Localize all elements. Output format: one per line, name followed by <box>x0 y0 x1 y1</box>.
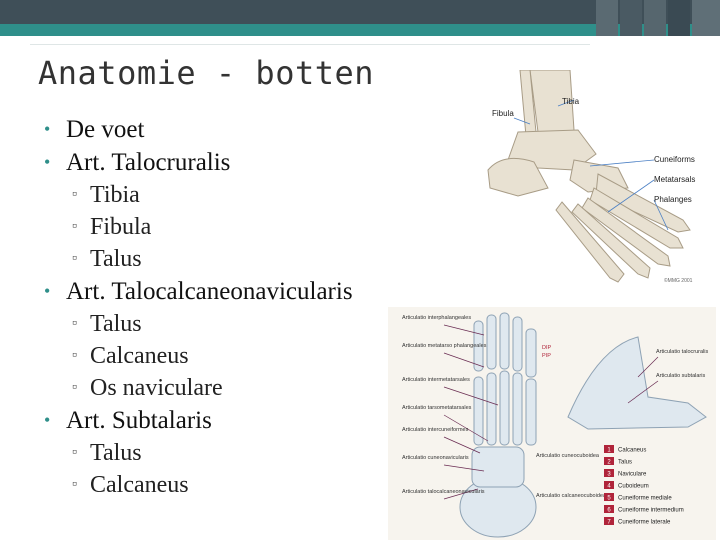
lateral-foot-bones <box>567 336 707 430</box>
legend-badge <box>604 445 614 453</box>
joint-label: Articulatio talocalcaneonavicularis <box>402 489 485 495</box>
bullet-label: Art. Subtalaris <box>66 407 212 434</box>
square-bullet-icon: ▫ <box>72 251 77 266</box>
joint-label-pip: PIP <box>542 353 551 359</box>
callout-lines <box>443 324 659 500</box>
joint-label: Articulatio cuneonavicularis <box>402 455 469 461</box>
legend-badge <box>604 517 614 525</box>
joint-label-dip: DIP <box>542 345 552 351</box>
sub-bullet-item: ▫ Calcaneus <box>44 340 464 372</box>
bullet-dot-icon: • <box>44 410 51 430</box>
bullet-item: • Art. Talocruralis <box>44 146 464 179</box>
joint-label: Articulatio interphalangeales <box>402 315 471 321</box>
bullet-dot-icon: • <box>44 152 51 172</box>
header-tile <box>620 0 642 36</box>
legend-number: 2 <box>607 460 611 466</box>
copyright-text: ©MMG 2001 <box>664 277 693 284</box>
sub-bullet-item: ▫ Talus <box>44 243 464 275</box>
legend-badge <box>604 481 614 489</box>
header-accent-stripe <box>0 24 720 36</box>
bullet-list: • De voet • Art. Talocruralis ▫ Tibia ▫ Fibu… <box>44 113 464 501</box>
legend: 1 Calcaneus 2 Talus 3 Naviculare 4 Cuboi… <box>604 445 684 526</box>
sub-bullet-label: Os naviculare <box>90 375 223 401</box>
legend-name: Calcaneus <box>618 448 646 454</box>
bullet-item: • Art. Talocalcaneonavicularis <box>44 275 464 308</box>
sub-bullet-label: Talus <box>90 246 142 272</box>
foot-skeleton-illustration: Fibula Tibia Cuneiforms Metatarsals Phal… <box>487 70 695 284</box>
sub-bullet-label: Calcaneus <box>90 472 189 498</box>
bullet-item: • Art. Subtalaris <box>44 404 464 437</box>
bullet-label: Art. Talocruralis <box>66 149 231 176</box>
legend-name: Cuneiforme intermedium <box>618 508 684 514</box>
sub-bullet-item: ▫ Talus <box>44 308 464 340</box>
bullet-label: De voet <box>66 116 145 143</box>
legend-number: 1 <box>607 448 611 454</box>
square-bullet-icon: ▫ <box>72 477 77 492</box>
callout-lines <box>513 99 669 231</box>
label-fibula: Fibula <box>492 109 514 118</box>
joint-label: Articulatio calcaneocuboidea <box>536 493 607 499</box>
square-bullet-icon: ▫ <box>72 219 77 234</box>
joint-label: Articulatio talocruralis <box>656 349 709 355</box>
dorsal-foot-bones <box>459 312 537 538</box>
header-tile <box>668 0 690 36</box>
joint-label: Articulatio intermetatarsales <box>402 377 470 383</box>
label-tibia: Tibia <box>562 97 580 106</box>
legend-badge <box>604 493 614 501</box>
legend-number: 6 <box>607 508 611 514</box>
legend-number: 7 <box>607 520 611 526</box>
joint-label: Articulatio cuneocuboidea <box>536 453 600 459</box>
header-tile <box>596 0 618 36</box>
header-tile <box>692 0 720 36</box>
square-bullet-icon: ▫ <box>72 316 77 331</box>
header-tile <box>644 0 666 36</box>
joint-label: Articulatio subtalaris <box>656 373 705 379</box>
joint-label: Articulatio tarsometatarsales <box>402 405 472 411</box>
sub-bullet-label: Fibula <box>90 214 152 240</box>
legend-name: Cuneiforme laterale <box>618 520 671 526</box>
bullet-dot-icon: • <box>44 119 51 139</box>
sub-bullet-label: Talus <box>90 440 142 466</box>
sub-bullet-label: Calcaneus <box>90 343 189 369</box>
sub-bullet-item: ▫ Tibia <box>44 179 464 211</box>
left-label-group: Articulatio interphalangeales Articulati… <box>402 315 487 495</box>
title-underline <box>30 44 590 45</box>
label-cuneiforms: Cuneiforms <box>654 155 695 164</box>
slide-title: Anatomie - botten <box>38 54 375 92</box>
bone-shapes <box>487 70 691 283</box>
legend-name: Cuboideum <box>618 484 649 490</box>
sub-bullet-item: ▫ Fibula <box>44 211 464 243</box>
label-metatarsals: Metatarsals <box>654 175 695 184</box>
sub-bullet-label: Tibia <box>90 182 140 208</box>
legend-number: 4 <box>607 484 611 490</box>
legend-name: Naviculare <box>618 472 647 478</box>
joint-label: Articulatio intercuneiformes <box>402 427 469 433</box>
bullet-item: • De voet <box>44 113 464 146</box>
label-phalanges: Phalanges <box>654 195 692 204</box>
legend-badge <box>604 505 614 513</box>
bullet-label: Art. Talocalcaneonavicularis <box>66 278 353 305</box>
right-label-group: Articulatio talocruralis Articulatio sub… <box>656 349 709 379</box>
square-bullet-icon: ▫ <box>72 348 77 363</box>
sub-bullet-item: ▫ Talus <box>44 437 464 469</box>
sub-bullet-item: ▫ Calcaneus <box>44 469 464 501</box>
legend-badge <box>604 457 614 465</box>
bullet-dot-icon: • <box>44 281 51 301</box>
square-bullet-icon: ▫ <box>72 445 77 460</box>
sub-bullet-label: Talus <box>90 311 142 337</box>
legend-name: Talus <box>618 460 632 466</box>
foot-joints-diagram: Articulatio interphalangeales Articulati… <box>388 307 716 540</box>
legend-number: 5 <box>607 496 611 502</box>
square-bullet-icon: ▫ <box>72 380 77 395</box>
legend-badge <box>604 469 614 477</box>
middle-label-group: DIP PIP Articulatio cuneocuboidea Articu… <box>536 345 607 499</box>
legend-number: 3 <box>607 472 611 478</box>
legend-name: Cuneiforme mediale <box>618 496 672 502</box>
joint-label: Articulatio metatarso phalangeales <box>402 343 487 349</box>
sub-bullet-item: ▫ Os naviculare <box>44 372 464 404</box>
square-bullet-icon: ▫ <box>72 187 77 202</box>
